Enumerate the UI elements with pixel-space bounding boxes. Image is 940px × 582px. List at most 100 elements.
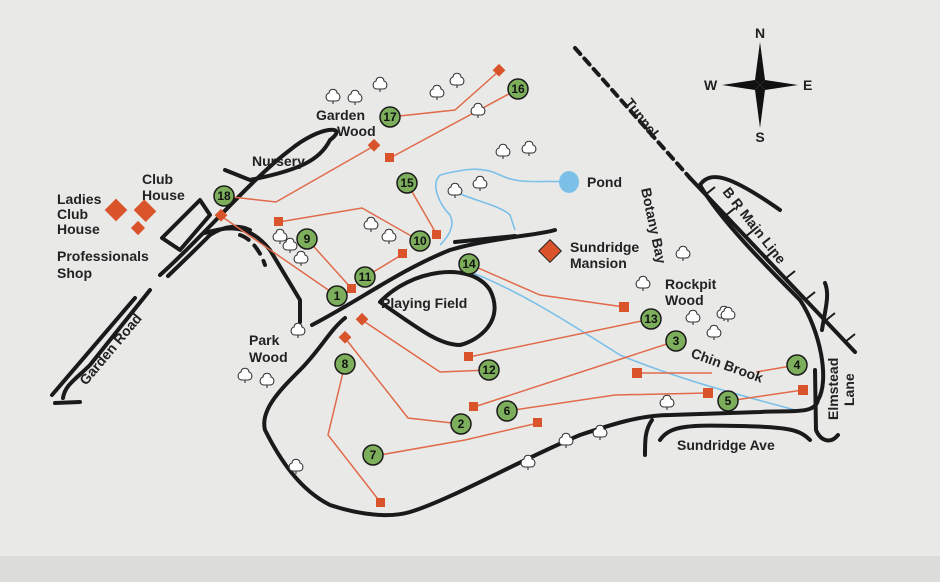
svg-text:18: 18 (217, 189, 231, 203)
svg-text:15: 15 (400, 176, 414, 190)
svg-text:11: 11 (359, 270, 372, 284)
label-elmstead-2: Lane (841, 373, 857, 406)
tree-icon (521, 140, 537, 156)
svg-text:14: 14 (462, 257, 476, 271)
label-ladies-1: Ladies (57, 191, 102, 207)
tree-icon (293, 250, 309, 266)
svg-text:4: 4 (794, 358, 801, 372)
hole-5: 5 (717, 390, 739, 412)
svg-text:13: 13 (644, 312, 658, 326)
hole-10: 10 (409, 230, 431, 252)
bottom-strip (0, 556, 940, 582)
club-buildings (104, 198, 157, 236)
label-nursery: Nursery (252, 153, 305, 169)
compass-s: S (755, 129, 764, 145)
compass-w: W (704, 77, 718, 93)
hole-8: 8 (334, 353, 356, 375)
fairway-lines (220, 70, 804, 504)
label-ladies-3: House (57, 221, 100, 237)
tree-icon (470, 102, 486, 118)
tree-icon (290, 322, 306, 338)
label-garden-road: Garden Road (76, 310, 145, 388)
label-rockpit-2: Wood (665, 292, 704, 308)
tees (214, 63, 808, 507)
hole-9: 9 (296, 228, 318, 250)
hole-6: 6 (496, 400, 518, 422)
tree-icon (635, 275, 651, 291)
tree-icon (675, 245, 691, 261)
svg-text:8: 8 (342, 357, 349, 371)
label-playing-field: Playing Field (381, 295, 467, 311)
compass-rose: N S W E (704, 25, 812, 145)
tree-icon (659, 394, 675, 410)
tree-icon (520, 454, 536, 470)
svg-text:3: 3 (673, 334, 680, 348)
tree-icon (472, 175, 488, 191)
hole-16: 16 (507, 78, 529, 100)
hole-17: 17 (379, 106, 401, 128)
hole-14: 14 (458, 253, 480, 275)
label-pro-shop-2: Shop (57, 265, 92, 281)
tree-icon (592, 424, 608, 440)
label-sundridge-ave: Sundridge Ave (677, 437, 775, 453)
label-club-house-1: Club (142, 171, 173, 187)
svg-text:16: 16 (511, 82, 525, 96)
tree-icon (495, 143, 511, 159)
tree-icon (237, 367, 253, 383)
tree-icon (363, 216, 379, 232)
hole-3: 3 (665, 330, 687, 352)
label-ladies-2: Club (57, 206, 88, 222)
svg-text:12: 12 (482, 363, 496, 377)
label-club-house-2: House (142, 187, 185, 203)
svg-text:1: 1 (334, 289, 341, 303)
label-garden-wood-1: Garden (316, 107, 365, 123)
label-pond: Pond (587, 174, 622, 190)
hole-15: 15 (396, 172, 418, 194)
svg-text:7: 7 (370, 448, 377, 462)
tree-icon (272, 228, 288, 244)
svg-text:5: 5 (725, 394, 732, 408)
label-pro-shop-1: Professionals (57, 248, 149, 264)
tree-icon (685, 309, 701, 325)
hole-12: 12 (478, 359, 500, 381)
tree-icon (720, 306, 736, 322)
hole-4: 4 (786, 354, 808, 376)
label-rockpit-1: Rockpit (665, 276, 717, 292)
label-park-wood-2: Wood (249, 349, 288, 365)
roads (50, 46, 857, 518)
hole-7: 7 (362, 444, 384, 466)
svg-text:6: 6 (504, 404, 511, 418)
svg-text:17: 17 (383, 110, 397, 124)
hole-11: 11 (354, 266, 376, 288)
tree-icon (372, 76, 388, 92)
tree-icon (282, 237, 298, 253)
hole-1: 1 (326, 285, 348, 307)
hole-greens: 1 2 3 4 5 6 7 8 9 10 11 12 13 14 15 16 1… (213, 78, 808, 466)
hole-13: 13 (640, 308, 662, 330)
sundridge-mansion-building (537, 238, 563, 264)
tree-icon (429, 84, 445, 100)
label-botany-bay: Botany Bay (638, 186, 670, 265)
tree-icon (447, 182, 463, 198)
svg-text:2: 2 (458, 417, 465, 431)
label-park-wood-1: Park (249, 332, 280, 348)
compass-e: E (803, 77, 812, 93)
tree-icon (449, 72, 465, 88)
railway-ticks (704, 186, 856, 343)
label-chin-brook: Chin Brook (689, 345, 766, 386)
pond-shape (559, 171, 579, 193)
tree-icon (706, 324, 722, 340)
label-mansion-1: Sundridge (570, 239, 639, 255)
tree-icon (347, 89, 363, 105)
label-elmstead-1: Elmstead (825, 358, 841, 420)
tree-icon (288, 458, 304, 474)
compass-n: N (755, 25, 765, 41)
svg-text:10: 10 (413, 234, 427, 248)
tree-icon (558, 432, 574, 448)
tree-icon (325, 88, 341, 104)
label-mansion-2: Mansion (570, 255, 627, 271)
svg-text:9: 9 (304, 232, 311, 246)
label-garden-wood-2: Wood (337, 123, 376, 139)
